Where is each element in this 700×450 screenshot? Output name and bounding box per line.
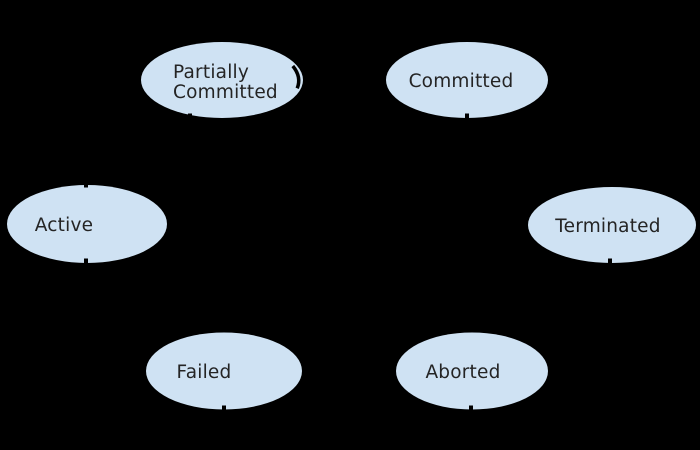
state-label-committed-line2: Committed <box>173 82 278 103</box>
arrow-remnant-failed-bottom <box>222 405 226 410</box>
arrow-remnants <box>84 64 612 410</box>
state-ellipse-aborted <box>396 332 548 410</box>
arrow-remnant-aborted-bottom <box>469 405 473 410</box>
state-node-failed: Failed <box>146 332 302 410</box>
state-label-aborted: Aborted <box>425 362 500 383</box>
state-ellipse-committed <box>386 42 548 118</box>
state-label-committed: Committed <box>409 71 514 92</box>
state-node-aborted: Aborted <box>396 332 548 410</box>
state-label-partially: Partially <box>173 62 249 83</box>
state-node-partially-committed: Partially Committed <box>141 42 303 118</box>
state-ellipse-active <box>7 185 167 263</box>
arrow-remnant-active-bottom <box>84 258 88 263</box>
state-ellipse-failed <box>146 332 302 410</box>
arrow-remnant-committed-bottom <box>465 113 469 118</box>
state-node-active: Active <box>7 185 167 263</box>
arrow-remnant-active-top <box>84 183 88 188</box>
state-ellipse-terminated <box>528 187 696 263</box>
state-label-failed: Failed <box>177 362 232 383</box>
state-node-terminated: Terminated <box>528 187 696 263</box>
state-ellipse-partially-committed <box>141 42 303 118</box>
arrow-remnant-terminated-bottom <box>608 258 612 263</box>
state-label-terminated: Terminated <box>554 216 660 237</box>
arrow-remnant-partially-committed-right <box>291 64 301 89</box>
state-label-active: Active <box>35 215 93 236</box>
arrow-remnant-failed-top <box>189 330 194 335</box>
state-node-committed: Committed <box>386 42 548 118</box>
arrow-remnant-partially-committed-bottom <box>188 113 192 118</box>
